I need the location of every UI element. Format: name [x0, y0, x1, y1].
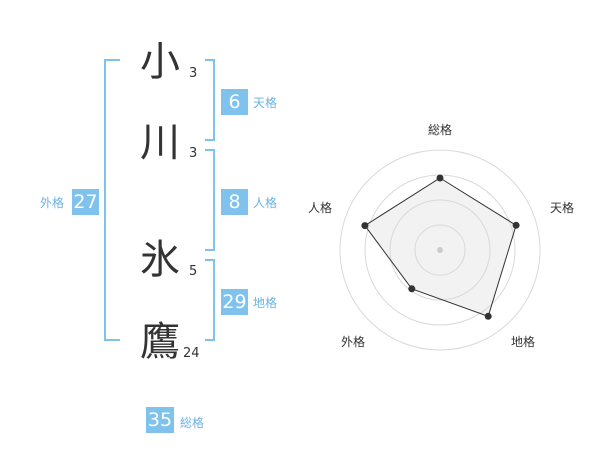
- radar-data-outline: [364, 177, 517, 317]
- radar-point-2: [484, 312, 492, 320]
- gaikaku-badge: 27: [72, 189, 99, 215]
- name-char-4: 鷹: [140, 319, 180, 365]
- chikaku-badge: 29: [221, 289, 248, 315]
- radar-label-jinkaku: 人格: [308, 201, 333, 215]
- radar-point-1: [512, 221, 520, 229]
- tenkaku-badge: 6: [221, 89, 248, 115]
- radar-point-4: [361, 222, 369, 230]
- chikaku-bracket: [205, 259, 215, 341]
- radar-label-tenkaku: 天格: [550, 201, 575, 215]
- stroke-count-3: 5: [189, 264, 198, 279]
- jinkaku-badge: 8: [221, 189, 248, 215]
- radar-ring-2: [389, 199, 491, 301]
- gaikaku-label: 外格: [40, 196, 65, 210]
- radar-label-soukaku: 総格: [428, 123, 453, 137]
- tenkaku-label: 天格: [253, 96, 278, 110]
- stroke-count-2: 3: [189, 146, 198, 161]
- name-char-3: 氷: [140, 237, 180, 283]
- chikaku-label: 地格: [253, 296, 278, 310]
- radar-point-0: [436, 174, 444, 182]
- radar-label-gaikaku: 外格: [341, 335, 366, 349]
- soukaku-badge: 35: [146, 407, 174, 433]
- tenkaku-bracket: [205, 59, 215, 141]
- soukaku-label: 総格: [180, 416, 205, 430]
- stroke-count-1: 3: [189, 66, 198, 81]
- outer-bracket: [104, 59, 120, 341]
- radar-ring-1: [414, 224, 466, 276]
- jinkaku-bracket: [205, 149, 215, 251]
- name-char-2: 川: [140, 120, 180, 166]
- radar-label-chikaku: 地格: [511, 335, 536, 349]
- jinkaku-label: 人格: [253, 196, 278, 210]
- radar-point-3: [408, 285, 416, 293]
- radar-center-dot: [437, 247, 443, 253]
- stroke-count-4: 24: [183, 346, 200, 361]
- name-char-1: 小: [140, 39, 180, 85]
